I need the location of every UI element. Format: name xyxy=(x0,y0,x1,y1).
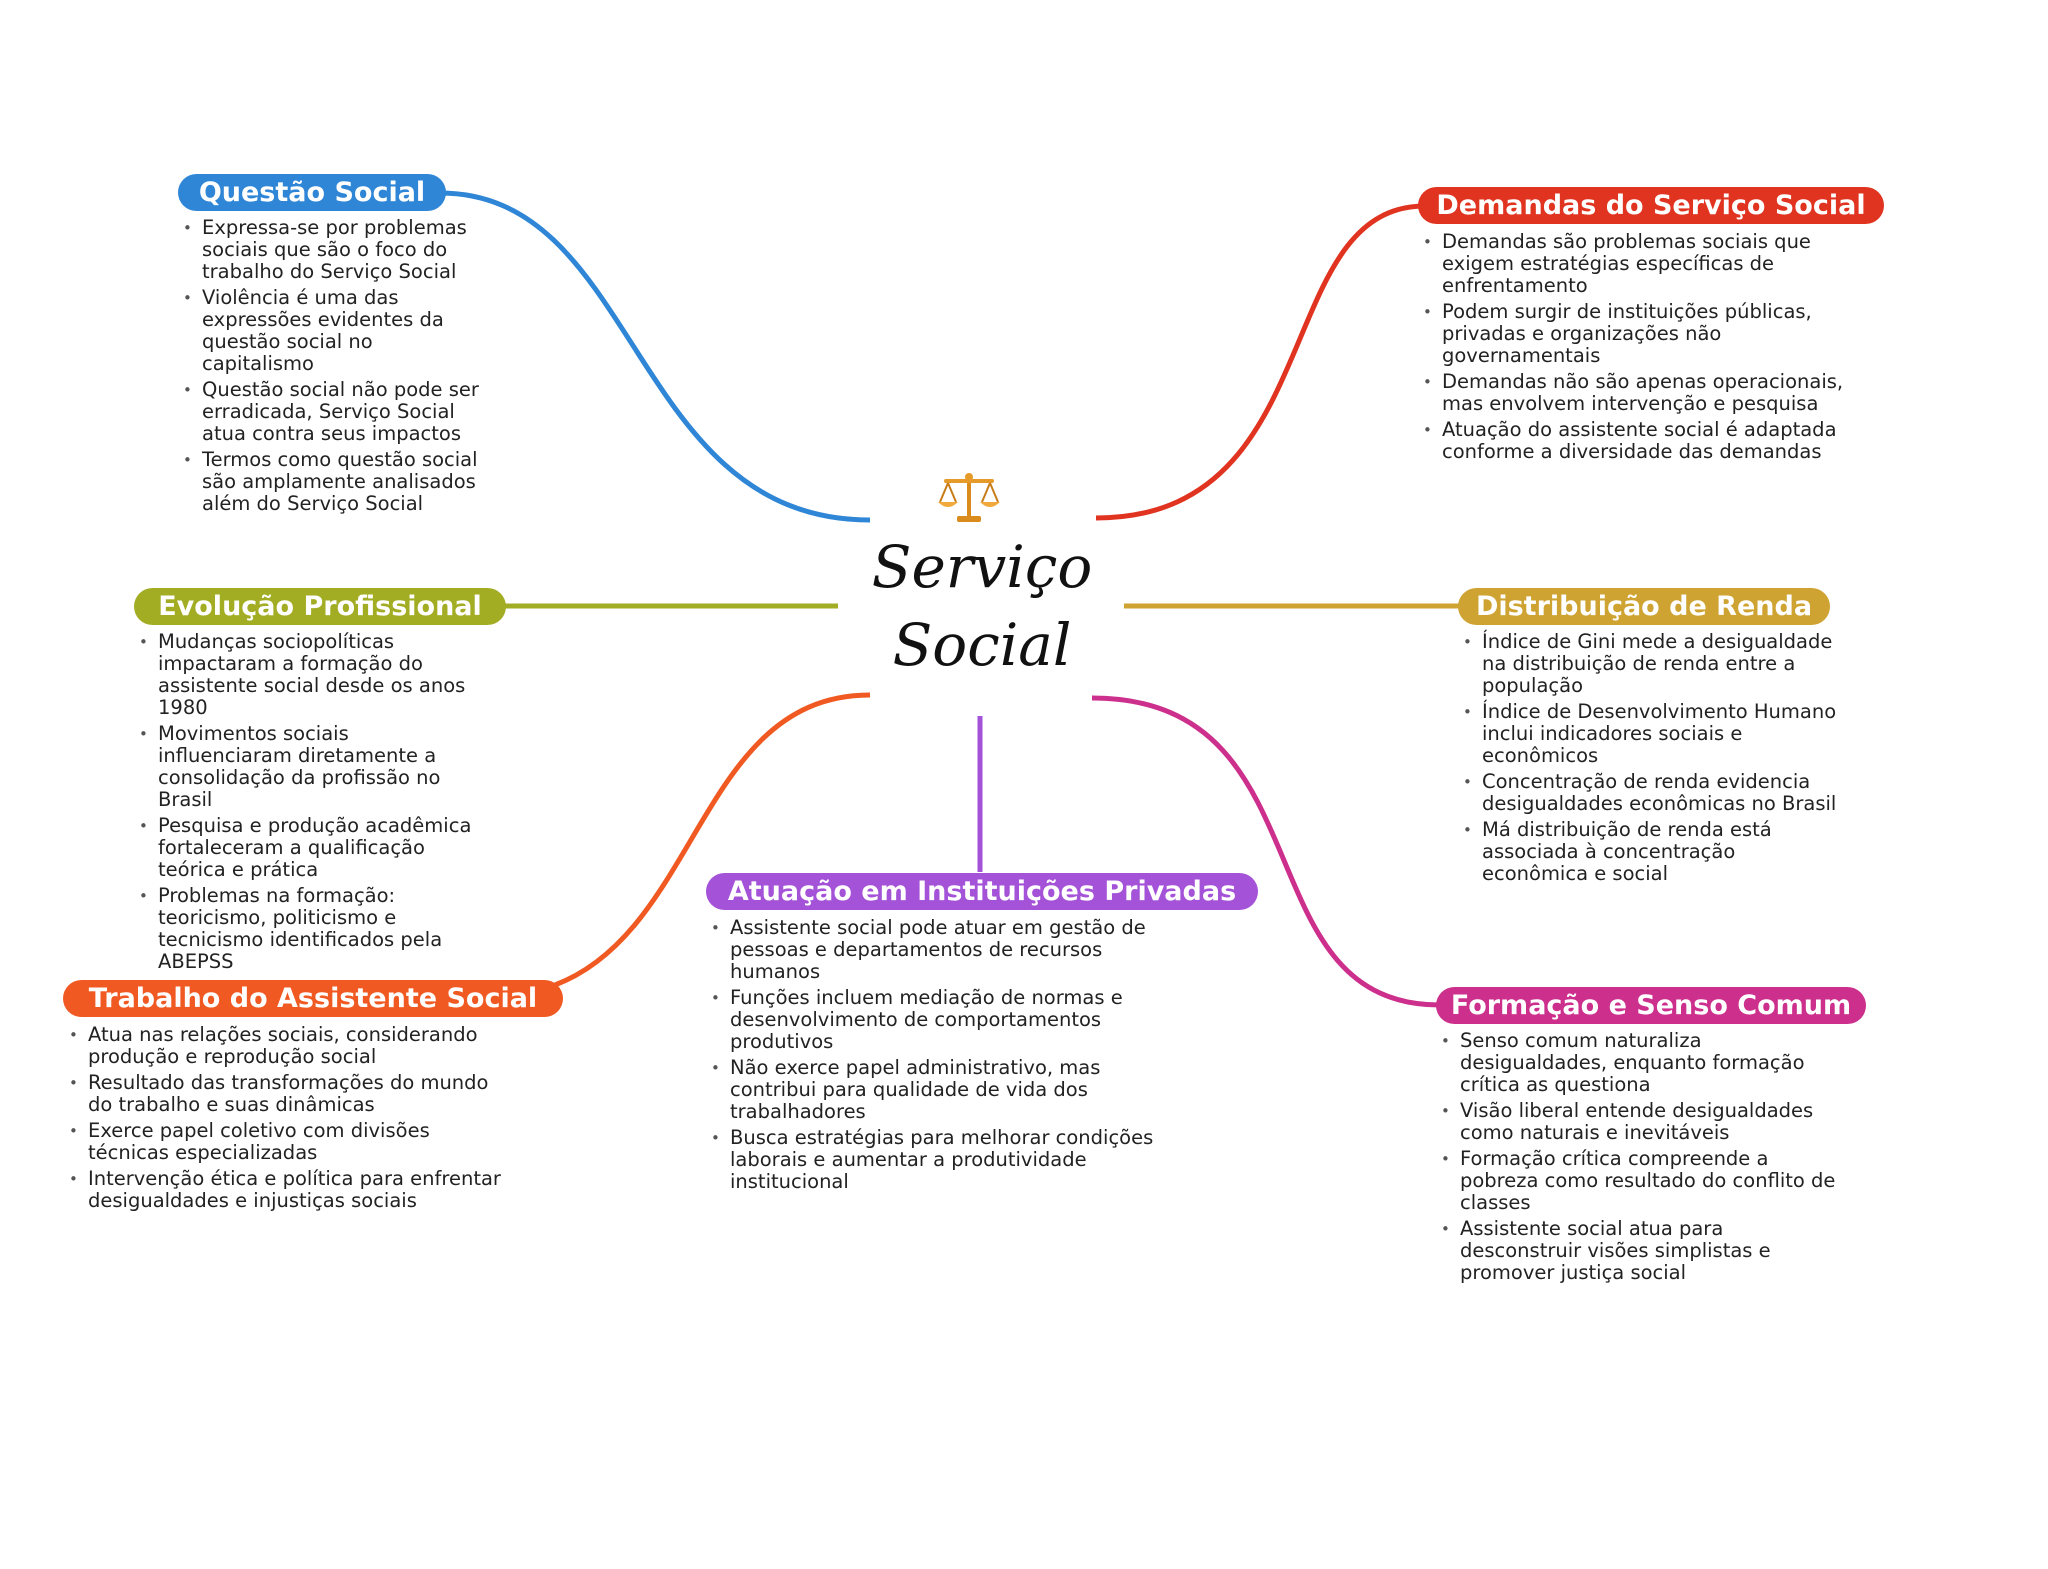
connector-trabalho-assistente-social xyxy=(554,692,871,988)
list-item: Mudanças sociopolíticas impactaram a for… xyxy=(136,631,481,719)
list-item: Resultado das transformações do mundo do… xyxy=(66,1072,516,1116)
branch-distribuicao-renda-title: Distribuição de Renda xyxy=(1458,588,1830,625)
list-item: Demandas são problemas sociais que exige… xyxy=(1420,231,1850,297)
list-item: Problemas na formação: teoricismo, polit… xyxy=(136,885,481,973)
list-item: Podem surgir de instituições públicas, p… xyxy=(1420,301,1850,367)
list-item: Violência é uma das expressões evidentes… xyxy=(180,287,490,375)
branch-trabalho-assistente-social-list: Atua nas relações sociais, considerando … xyxy=(66,1024,516,1216)
list-item: Formação crítica compreende a pobreza co… xyxy=(1438,1148,1838,1214)
scale-icon xyxy=(938,473,1000,522)
central-topic: Serviço Social xyxy=(862,528,1102,684)
branch-demandas-servico-social-title: Demandas do Serviço Social xyxy=(1418,187,1884,224)
branch-distribuicao-renda-list: Índice de Gini mede a desigualdade na di… xyxy=(1460,631,1840,889)
branch-trabalho-assistente-social-title: Trabalho do Assistente Social xyxy=(63,980,563,1017)
connector-demandas-servico-social xyxy=(1095,203,1426,521)
branch-demandas-servico-social-list: Demandas são problemas sociais que exige… xyxy=(1420,231,1850,467)
branch-atuacao-instituicoes-privadas-list: Assistente social pode atuar em gestão d… xyxy=(708,917,1188,1197)
list-item: Atuação do assistente social é adaptada … xyxy=(1420,419,1850,463)
list-item: Expressa-se por problemas sociais que sã… xyxy=(180,217,490,283)
branch-formacao-senso-comum-title: Formação e Senso Comum xyxy=(1436,987,1866,1024)
list-item: Termos como questão social são amplament… xyxy=(180,449,490,515)
list-item: Movimentos sociais influenciaram diretam… xyxy=(136,723,481,811)
list-item: Exerce papel coletivo com divisões técni… xyxy=(66,1120,516,1164)
list-item: Busca estratégias para melhorar condiçõe… xyxy=(708,1127,1188,1193)
list-item: Intervenção ética e política para enfren… xyxy=(66,1168,516,1212)
list-item: Funções incluem mediação de normas e des… xyxy=(708,987,1188,1053)
central-topic-line-1: Serviço xyxy=(871,533,1093,601)
connector-formacao-senso-comum xyxy=(1091,695,1441,1008)
list-item: Índice de Desenvolvimento Humano inclui … xyxy=(1460,701,1840,767)
list-item: Pesquisa e produção acadêmica fortalecer… xyxy=(136,815,481,881)
list-item: Senso comum naturaliza desigualdades, en… xyxy=(1438,1030,1838,1096)
list-item: Não exerce papel administrativo, mas con… xyxy=(708,1057,1188,1123)
list-item: Demandas não são apenas operacionais, ma… xyxy=(1420,371,1850,415)
list-item: Assistente social pode atuar em gestão d… xyxy=(708,917,1188,983)
branch-evolucao-profissional-list: Mudanças sociopolíticas impactaram a for… xyxy=(136,631,481,977)
list-item: Atua nas relações sociais, considerando … xyxy=(66,1024,516,1068)
connector-questao-social xyxy=(439,190,871,523)
branch-evolucao-profissional-title: Evolução Profissional xyxy=(134,588,506,625)
list-item: Má distribuição de renda está associada … xyxy=(1460,819,1840,885)
branch-formacao-senso-comum-list: Senso comum naturaliza desigualdades, en… xyxy=(1438,1030,1838,1288)
central-topic-line-2: Social xyxy=(892,611,1072,679)
list-item: Índice de Gini mede a desigualdade na di… xyxy=(1460,631,1840,697)
list-item: Visão liberal entende desigualdades como… xyxy=(1438,1100,1838,1144)
list-item: Questão social não pode ser erradicada, … xyxy=(180,379,490,445)
list-item: Concentração de renda evidencia desigual… xyxy=(1460,771,1840,815)
branch-atuacao-instituicoes-privadas-title: Atuação em Instituições Privadas xyxy=(706,873,1258,910)
branch-questao-social-list: Expressa-se por problemas sociais que sã… xyxy=(180,217,490,519)
list-item: Assistente social atua para desconstruir… xyxy=(1438,1218,1838,1284)
branch-questao-social-title: Questão Social xyxy=(178,174,446,211)
